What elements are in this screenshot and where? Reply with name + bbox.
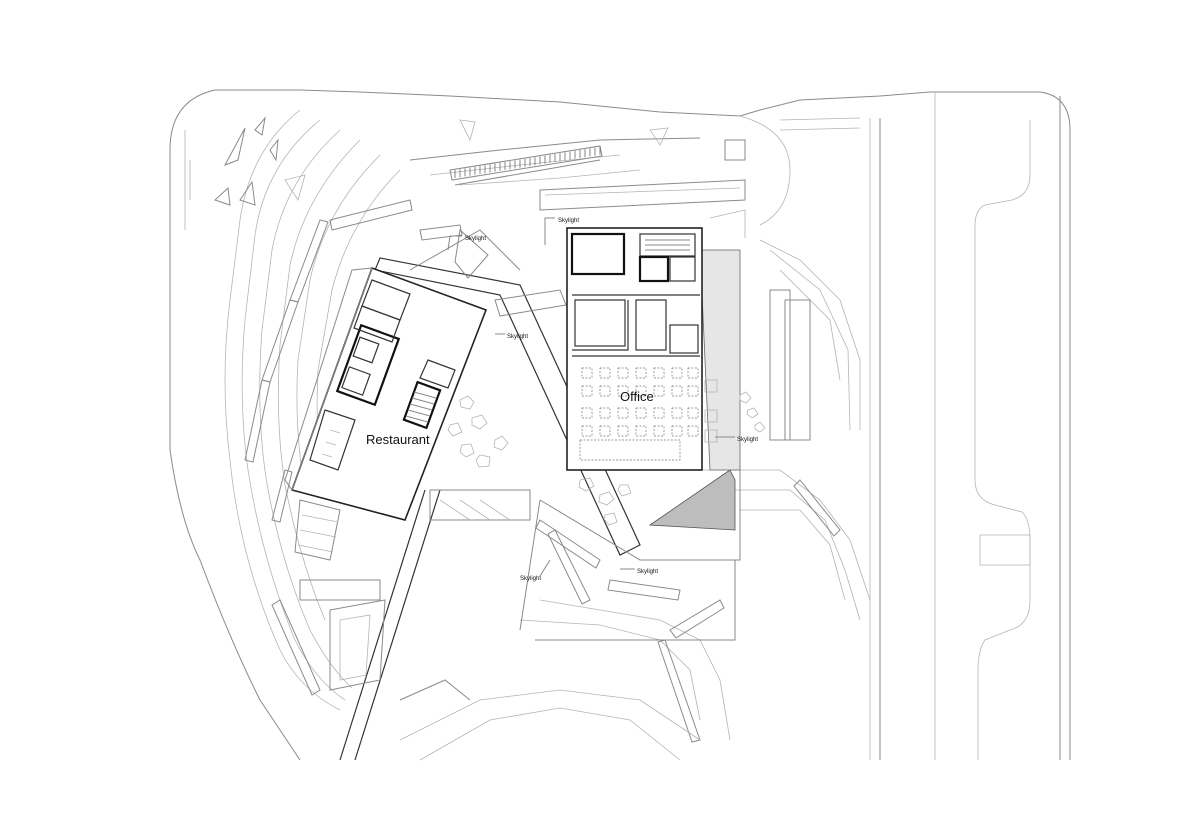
office-desk: [599, 407, 611, 419]
landscape-shards: [214, 116, 669, 206]
office-desk: [599, 385, 611, 397]
office-desk: [581, 385, 593, 397]
skylight-label-1: Skylight: [558, 218, 579, 224]
skylight-label-2: Skylight: [465, 236, 486, 242]
office-desk: [653, 367, 665, 379]
office-building: [566, 227, 718, 471]
restaurant-building: [284, 266, 488, 521]
office-desk: [671, 425, 683, 437]
office-desk: [581, 367, 593, 379]
ramps-and-stairs: [244, 145, 841, 743]
site-boundary: [169, 89, 1071, 761]
walkway-structures: [339, 139, 746, 761]
office-desk: [671, 367, 683, 379]
skylight-label-5: Skylight: [637, 569, 658, 575]
office-desk: [687, 425, 699, 437]
office-desk: [687, 385, 699, 397]
office-desk: [653, 407, 665, 419]
office-desk: [617, 425, 629, 437]
stone-paving: [447, 391, 766, 526]
plan-labels: Restaurant Office Skylight Skylight Skyl…: [366, 217, 758, 582]
office-desk: [635, 385, 647, 397]
office-desk: [653, 425, 665, 437]
office-desk: [671, 385, 683, 397]
skylight-label-6: Skylight: [520, 576, 541, 582]
office-desk: [635, 367, 647, 379]
restaurant-label: Restaurant: [366, 432, 430, 447]
skylight-label-3: Skylight: [507, 334, 528, 340]
office-desk: [635, 407, 647, 419]
office-desk: [671, 407, 683, 419]
skylight-label-4: Skylight: [737, 437, 758, 443]
south-plaza: [294, 489, 531, 691]
landscape-terraces: [224, 109, 871, 741]
office-desk: [635, 425, 647, 437]
office-desk: [617, 407, 629, 419]
office-desk: [653, 385, 665, 397]
office-desk: [687, 367, 699, 379]
office-desk: [581, 407, 593, 419]
office-desk: [599, 367, 611, 379]
office-label: Office: [620, 389, 654, 404]
office-ramp-wedge: [648, 249, 741, 531]
office-desk: [599, 425, 611, 437]
office-desk: [617, 385, 629, 397]
office-desk: [687, 407, 699, 419]
office-desk: [617, 367, 629, 379]
office-desk: [581, 425, 593, 437]
